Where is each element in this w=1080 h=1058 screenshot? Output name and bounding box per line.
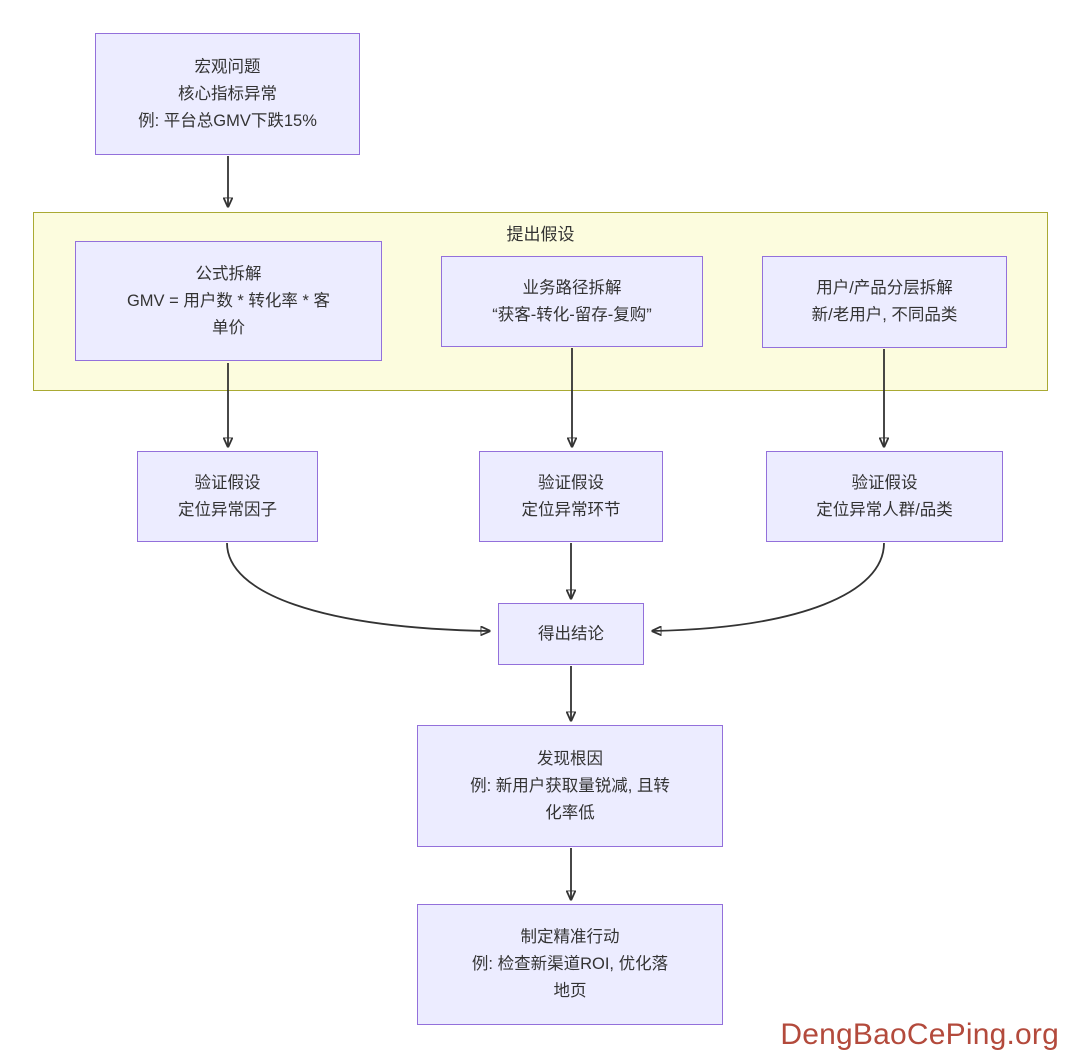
node-line: “获客-转化-留存-复购” xyxy=(492,305,652,324)
subgraph-label: 提出假设 xyxy=(506,225,575,244)
node-line: 业务路径拆解 xyxy=(522,278,622,297)
node-line: 例: 新用户获取量锐减, 且转 xyxy=(470,776,670,795)
node-segment-breakdown: 用户/产品分层拆解 新/老用户, 不同品类 xyxy=(762,256,1007,348)
node-verify-group: 验证假设 定位异常人群/品类 xyxy=(766,451,1003,542)
node-line: 定位异常环节 xyxy=(521,500,621,519)
node-line: 发现根因 xyxy=(537,749,603,768)
node-verify-factor: 验证假设 定位异常因子 xyxy=(137,451,318,542)
node-line: 例: 平台总GMV下跌15% xyxy=(138,111,317,130)
node-line: 新/老用户, 不同品类 xyxy=(811,306,958,324)
node-line: 验证假设 xyxy=(194,473,261,492)
node-line: 定位异常因子 xyxy=(178,500,277,519)
node-line: 验证假设 xyxy=(538,473,604,492)
node-line: 定位异常人群/品类 xyxy=(816,500,953,519)
node-line: 公式拆解 xyxy=(195,264,262,283)
node-conclusion: 得出结论 xyxy=(498,603,644,665)
node-formula-breakdown: 公式拆解 GMV = 用户数 * 转化率 * 客 单价 xyxy=(75,241,382,361)
node-line: 地页 xyxy=(553,982,587,1000)
node-line: 得出结论 xyxy=(538,624,604,643)
edge-verify-factor-to-conclusion xyxy=(226,542,489,631)
node-line: 制定精准行动 xyxy=(520,928,620,946)
node-line: 验证假设 xyxy=(851,473,918,492)
node-line: 宏观问题 xyxy=(194,57,261,76)
edge-verify-group-to-conclusion xyxy=(653,542,885,631)
node-line: 单价 xyxy=(212,318,245,337)
node-line: 核心指标异常 xyxy=(178,84,277,103)
node-verify-stage: 验证假设 定位异常环节 xyxy=(479,451,663,542)
node-line: 用户/产品分层拆解 xyxy=(816,279,953,297)
node-root-cause: 发现根因 例: 新用户获取量锐减, 且转 化率低 xyxy=(417,725,723,847)
node-line: 例: 检查新渠道ROI, 优化落 xyxy=(471,955,669,973)
node-funnel-breakdown: 业务路径拆解 “获客-转化-留存-复购” xyxy=(441,256,703,347)
node-line: 化率低 xyxy=(545,803,595,822)
watermark: DengBaoCePing.org xyxy=(780,1018,1059,1051)
node-macro-problem: 宏观问题 核心指标异常 例: 平台总GMV下跌15% xyxy=(95,33,360,155)
node-action-plan: 制定精准行动 例: 检查新渠道ROI, 优化落 地页 xyxy=(417,904,723,1025)
node-line: GMV = 用户数 * 转化率 * 客 xyxy=(126,291,331,310)
